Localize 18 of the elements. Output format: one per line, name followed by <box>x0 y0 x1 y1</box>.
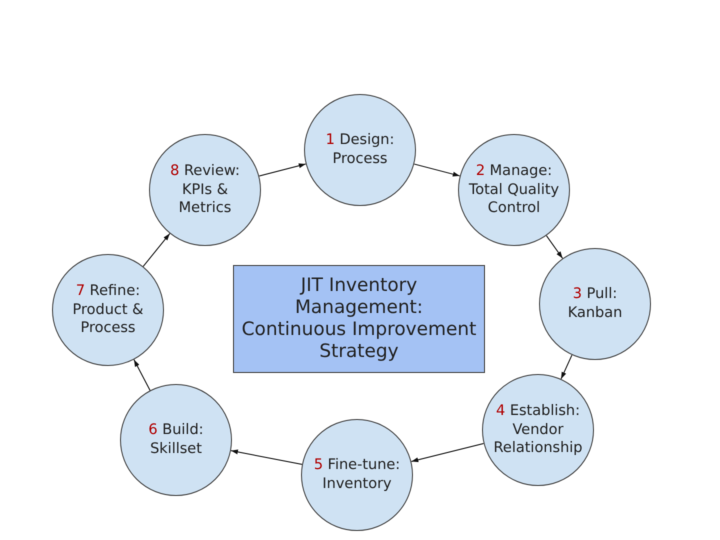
step-label: 2 Manage: Total Quality Control <box>468 162 560 218</box>
title-text: JIT Inventory Management: Continuous Improvement Strategy <box>240 274 478 364</box>
step-label: 8 Review: KPIs & Metrics <box>169 162 241 218</box>
arrow <box>414 164 460 177</box>
step-label: 7 Refine: Product & Process <box>72 282 144 338</box>
arrow <box>230 450 303 465</box>
arrow <box>142 233 170 267</box>
arrow <box>410 443 484 462</box>
step-label: 4 Establish: Vendor Relationship <box>492 402 584 458</box>
step-label: 3 Pull: Kanban <box>566 285 624 323</box>
arrow <box>258 163 306 176</box>
arrow <box>133 359 151 391</box>
step-label: 1 Design: Process <box>324 131 396 169</box>
arrow <box>560 354 572 380</box>
step-label: 5 Fine-tune: Inventory <box>312 456 402 494</box>
step-label: 6 Build: Skillset <box>147 421 205 459</box>
arrow <box>546 235 564 259</box>
title-box <box>233 265 485 373</box>
